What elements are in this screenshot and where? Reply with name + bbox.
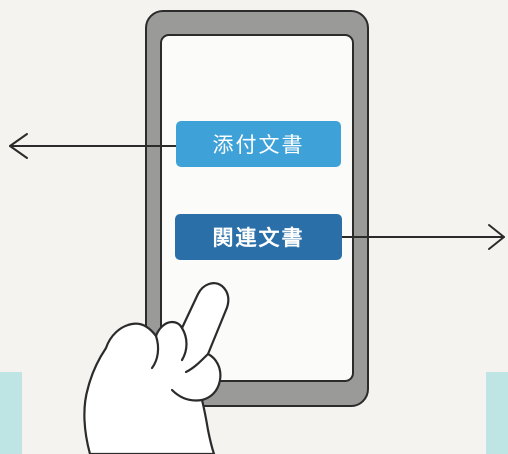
related-documents-button[interactable]: 関連文書 xyxy=(175,214,342,260)
arrow-left-icon xyxy=(9,133,177,159)
arrow-right-icon xyxy=(341,224,505,250)
teal-corner-right xyxy=(486,372,508,454)
pointing-hand-icon xyxy=(83,282,230,454)
attached-documents-button[interactable]: 添付文書 xyxy=(176,121,341,167)
teal-corner-left xyxy=(0,372,22,454)
